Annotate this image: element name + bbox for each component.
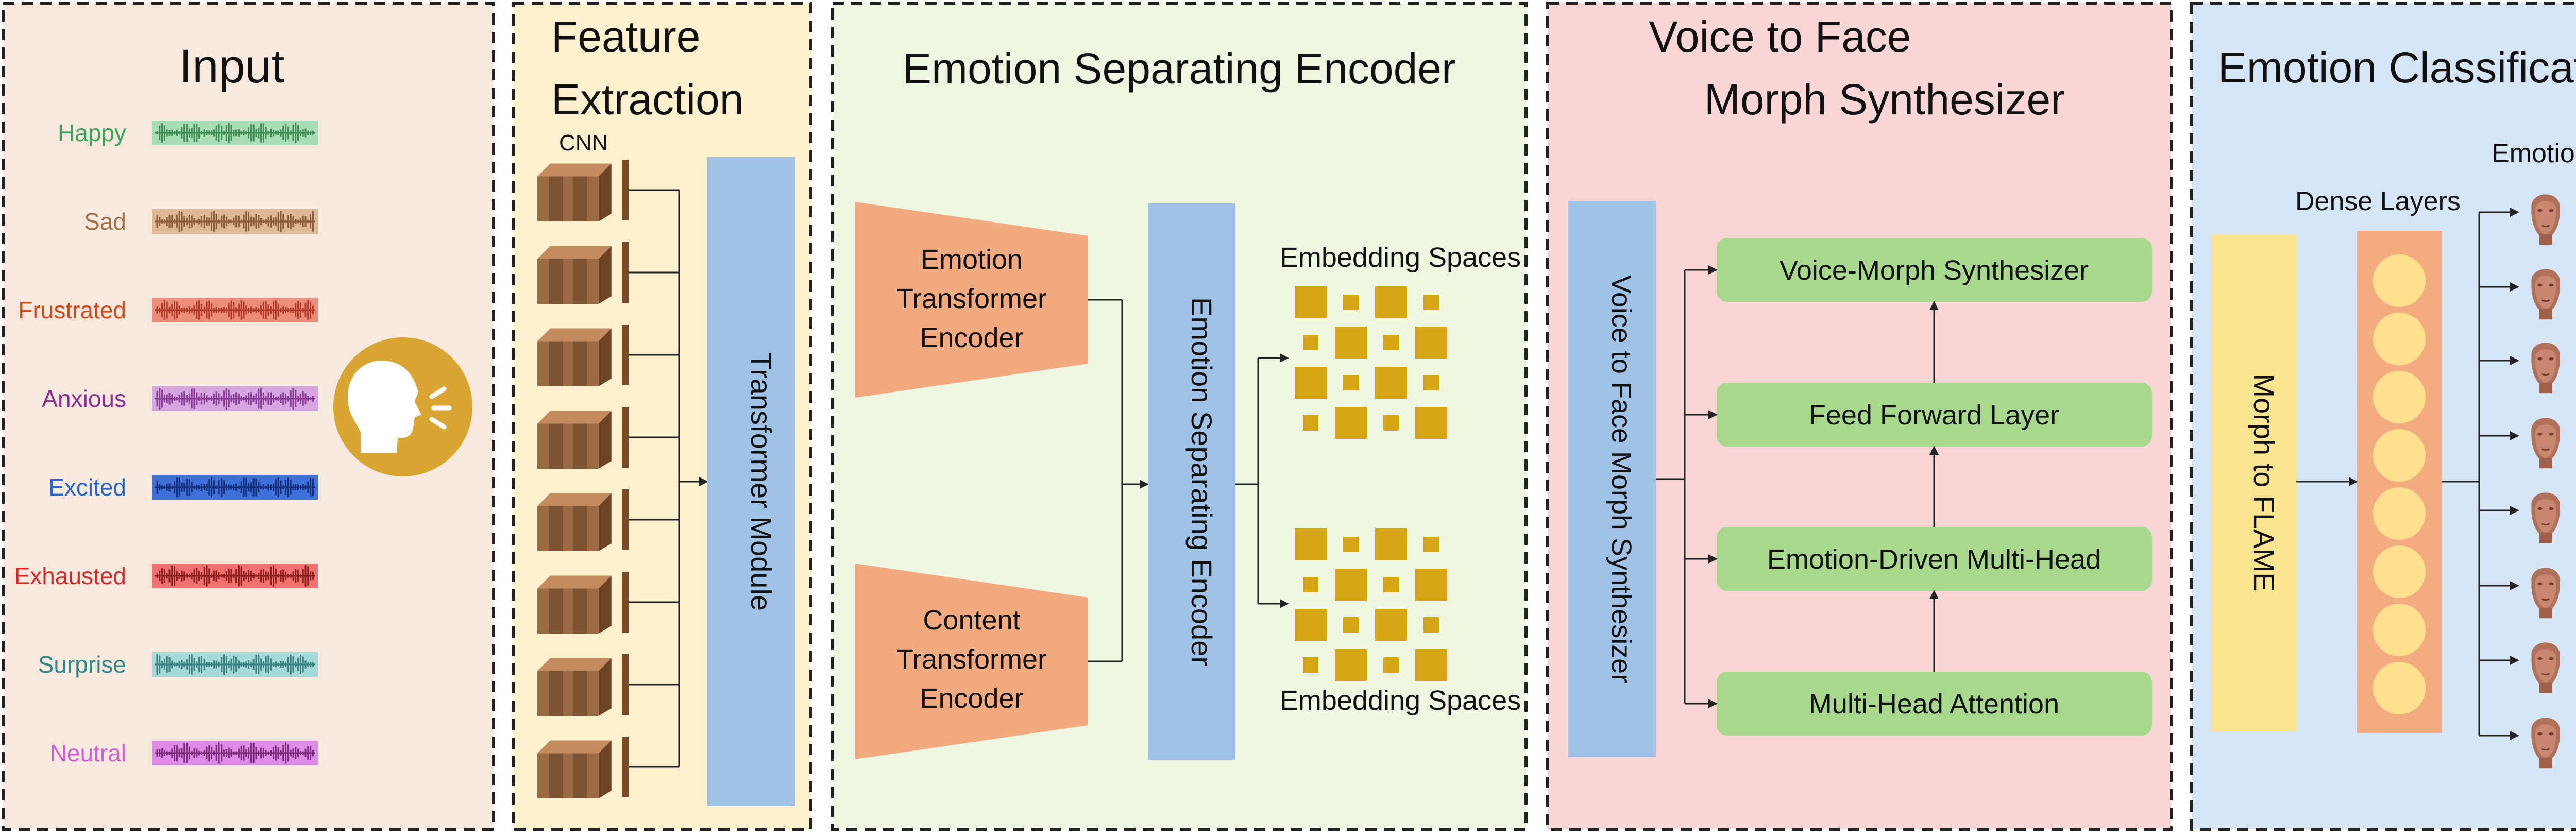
neuron-icon xyxy=(2373,487,2426,540)
emotion-label: Excited xyxy=(48,474,126,501)
classification-title: Emotion Classification xyxy=(2218,43,2576,92)
cnn-layer-icon xyxy=(537,489,679,551)
voice-to-face-side-label: Voice to Face Morph Synthesizer xyxy=(1606,275,1637,683)
cnn-layer-icon xyxy=(537,654,679,716)
voice-title-line2: Morph Synthesizer xyxy=(1704,75,2065,124)
voice-title-line1: Voice to Face xyxy=(1649,12,1911,61)
emotion-row: Anxious xyxy=(42,385,318,412)
emotion-label: Anxious xyxy=(42,385,126,412)
cnn-layer-icon xyxy=(537,160,679,221)
face-icon xyxy=(2479,268,2561,320)
waveform-icon xyxy=(155,388,315,410)
face-icon xyxy=(2479,194,2561,246)
feature-title-line1: Feature xyxy=(551,12,701,61)
face-icon xyxy=(2479,717,2561,769)
emotion-encoder-line1: Emotion xyxy=(921,244,1023,275)
cnn-layer-icon xyxy=(537,407,679,469)
neuron-icon xyxy=(2373,254,2426,307)
neuron-icon xyxy=(2373,604,2426,656)
embedding-space-icon-bottom xyxy=(1295,528,1447,681)
synth-block: Emotion-Driven Multi-Head xyxy=(1717,527,2152,591)
waveform-icon xyxy=(155,742,315,764)
speaking-head-icon xyxy=(333,337,472,476)
encoder-title: Emotion Separating Encoder xyxy=(903,44,1456,93)
transformer-module-label: Transformer Module xyxy=(745,352,777,611)
face-icon xyxy=(2479,642,2561,694)
emotion-row: Happy xyxy=(58,120,318,146)
morph-to-flame-block xyxy=(2211,234,2296,731)
emotion-row: Exhausted xyxy=(14,562,318,589)
synth-block: Feed Forward Layer xyxy=(1717,383,2152,447)
morph-to-flame-label: Morph to FLAME xyxy=(2248,373,2280,591)
neuron-icon xyxy=(2373,429,2426,482)
cnn-layer-icon xyxy=(537,325,679,386)
neuron-icon xyxy=(2373,662,2426,714)
emotion-label: Neutral xyxy=(50,740,126,766)
emotion-row: Sad xyxy=(84,208,318,235)
embedding-label-bottom: Embedding Spaces xyxy=(1280,685,1521,716)
synth-block-label: Emotion-Driven Multi-Head xyxy=(1767,544,2101,575)
emotions-label: Emotions xyxy=(2492,139,2576,168)
voice-to-face-block xyxy=(1568,201,1656,757)
feature-title-line2: Extraction xyxy=(551,75,744,124)
neuron-icon xyxy=(2373,371,2426,423)
face-icon xyxy=(2479,342,2561,394)
waveform-icon xyxy=(155,565,315,587)
waveform-icon xyxy=(155,654,315,675)
content-encoder-line2: Transformer xyxy=(896,644,1047,675)
face-icon xyxy=(2479,417,2561,469)
neuron-icon xyxy=(2373,545,2426,598)
synth-block: Voice-Morph Synthesizer xyxy=(1717,238,2152,302)
content-transformer-encoder xyxy=(855,564,1088,759)
waveform-icon xyxy=(155,122,315,144)
synth-block-label: Voice-Morph Synthesizer xyxy=(1780,255,2089,286)
waveform-icon xyxy=(155,300,315,320)
cnn-layer-icon xyxy=(537,737,679,798)
synth-block: Multi-Head Attention xyxy=(1717,672,2152,736)
content-encoder-line3: Encoder xyxy=(920,683,1023,714)
emotion-transformer-encoder xyxy=(855,202,1088,398)
face-icon xyxy=(2479,567,2561,619)
waveform-icon xyxy=(155,211,315,232)
cnn-label: CNN xyxy=(559,130,608,156)
emotion-separating-encoder-block xyxy=(1148,203,1235,760)
separating-encoder-label: Emotion Separating Encoder xyxy=(1185,297,1218,666)
emotion-label: Happy xyxy=(58,120,126,146)
emotion-row: Frustrated xyxy=(18,297,318,323)
embedding-space-icon-top xyxy=(1295,286,1447,439)
input-title: Input xyxy=(179,40,285,93)
synth-block-label: Multi-Head Attention xyxy=(1809,689,2059,720)
emotion-encoder-line2: Transformer xyxy=(896,283,1047,314)
dense-layers-label: Dense Layers xyxy=(2295,186,2461,216)
cnn-layer-icon xyxy=(537,572,679,634)
emotion-label: Frustrated xyxy=(18,297,126,323)
emotion-row: Neutral xyxy=(50,740,318,766)
cnn-layer-icon xyxy=(537,242,679,304)
emotion-row: Surprise xyxy=(38,651,318,678)
neuron-icon xyxy=(2373,313,2426,365)
content-encoder-line1: Content xyxy=(923,605,1020,636)
emotion-encoder-line3: Encoder xyxy=(920,322,1023,353)
face-icon xyxy=(2479,492,2561,544)
waveform-icon xyxy=(155,477,315,498)
synth-block-label: Feed Forward Layer xyxy=(1809,400,2059,431)
emotion-label: Sad xyxy=(84,208,126,235)
emotion-label: Exhausted xyxy=(14,562,126,589)
emotion-label: Surprise xyxy=(38,651,126,678)
embedding-label-top: Embedding Spaces xyxy=(1280,242,1521,273)
emotion-row: Excited xyxy=(48,474,318,501)
transformer-module xyxy=(707,157,795,806)
